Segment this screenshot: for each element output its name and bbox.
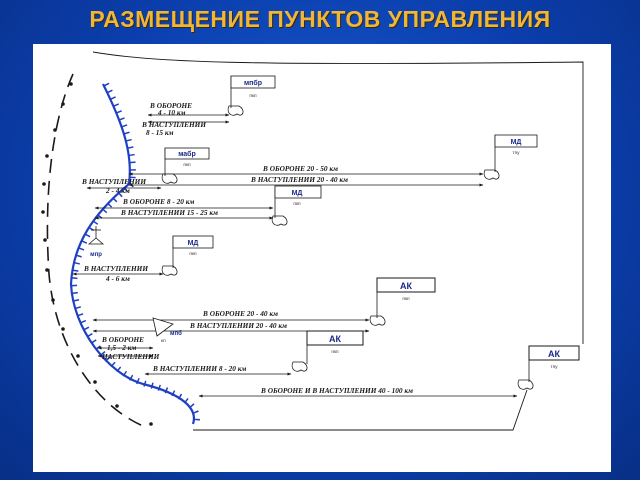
cp-ak-pkp-2: АК пкп: [291, 330, 364, 372]
label-mpb-defense-km: 1,5 - 2 км: [107, 343, 136, 352]
label-mpb-attack: НАСТУПЛЕНИИ: [101, 352, 160, 361]
label-mpbr-defense: В ОБОРОНЕ: [149, 101, 192, 110]
flag-label: АК: [400, 281, 412, 291]
label-md3-attack: В НАСТУПЛЕНИИ: [83, 264, 148, 273]
flag-label: МД: [511, 139, 522, 146]
label-mpbr-defense-km: 4 - 10 км: [157, 108, 186, 117]
flag-sub: пкп: [183, 163, 191, 168]
cp-md-pkp-1: МД пкп: [271, 185, 322, 226]
page-title: РАЗМЕЩЕНИЕ ПУНКТОВ УПРАВЛЕНИЯ: [89, 6, 551, 32]
label-mpbr-attack: В НАСТУПЛЕНИИ: [141, 120, 206, 129]
flag-label: МД: [188, 240, 199, 247]
label-ak1-defense: В ОБОРОНЕ 20 - 40 км: [202, 309, 278, 318]
left-boundary: [92, 51, 584, 344]
flag-sub: тпу: [550, 365, 558, 370]
flag-sub: кп: [161, 339, 166, 344]
label-mabr-attack-km: 2 - 4 км: [105, 186, 130, 195]
cp-mabr: мабр пкп: [161, 147, 210, 184]
cp-md-tpu: МД тпу: [483, 134, 538, 180]
label-md3-attack-km: 4 - 6 км: [105, 274, 130, 283]
flag-sub: пкп: [249, 94, 257, 99]
flag-sub: пкп: [331, 350, 339, 355]
flag-sub: пкп: [402, 297, 410, 302]
label-md1-defense: В ОБОРОНЕ 20 - 50 км: [262, 164, 338, 173]
flag-label: АК: [548, 349, 560, 359]
flag-label: мпр: [90, 252, 102, 258]
cp-ak-pkp-1: АК пкп: [369, 277, 436, 326]
label-mabr-attack: В НАСТУПЛЕНИИ: [81, 177, 146, 186]
label-mpbr-attack-km: 8 - 15 км: [146, 128, 174, 137]
flag-label: мпбр: [244, 79, 262, 87]
label-md2-attack: В НАСТУПЛЕНИИ 15 - 25 км: [120, 208, 218, 217]
label-mpb-defense: В ОБОРОНЕ: [101, 335, 144, 344]
label-md1-attack: В НАСТУПЛЕНИИ 20 - 40 км: [250, 175, 348, 184]
command-posts-diagram: мпбр пкп В ОБОРОНЕ 4 - 10 км В НАСТУПЛЕН…: [41, 51, 584, 431]
cp-mpr: мпр: [87, 226, 105, 258]
flag-label: мабр: [178, 150, 196, 158]
label-ak2-attack: В НАСТУПЛЕНИИ 8 - 20 км: [152, 364, 246, 373]
flag-label: МД: [292, 190, 303, 197]
diagram-panel: [33, 44, 611, 472]
flag-sub: тпу: [512, 151, 520, 156]
flag-sub: пкп: [189, 252, 197, 257]
cp-mpbr: мпбр пкп: [227, 75, 276, 116]
flag-label: мпб: [170, 330, 182, 337]
flag-label: АК: [329, 334, 341, 344]
enemy-dots: [41, 82, 153, 426]
label-ak3-both: В ОБОРОНЕ И В НАСТУПЛЕНИИ 40 - 100 км: [260, 386, 413, 395]
label-ak1-attack: В НАСТУПЛЕНИИ 20 - 40 км: [189, 321, 287, 330]
label-md2-defense: В ОБОРОНЕ 8 - 20 км: [122, 197, 194, 206]
enemy-front-line: [46, 73, 144, 427]
flag-sub: пкп: [293, 202, 301, 207]
cp-md-pkp-2: МД пкп: [161, 235, 214, 276]
cp-ak-tpu: АК тпу: [517, 345, 580, 390]
cp-mpb: мпб кп: [152, 317, 182, 344]
rear-boundary: [193, 389, 528, 431]
